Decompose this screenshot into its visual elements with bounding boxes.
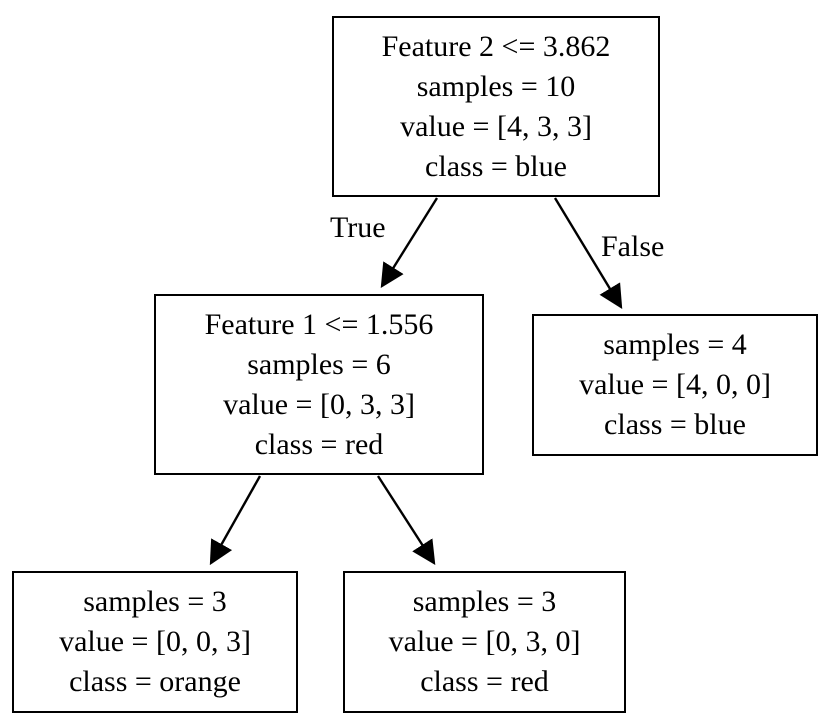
node-class: class = orange <box>69 665 241 698</box>
tree-node-left-right-leaf: samples = 3 value = [0, 3, 0] class = re… <box>343 571 626 713</box>
node-split-rule: Feature 1 <= 1.556 <box>204 307 434 341</box>
edge-label-false: False <box>601 230 665 263</box>
edge-root-to-right <box>553 197 623 310</box>
node-samples: samples = 10 <box>416 69 576 103</box>
tree-node-right-leaf: samples = 4 value = [4, 0, 0] class = bl… <box>532 314 818 456</box>
edge-left-to-lr <box>376 475 436 566</box>
node-value: value = [0, 0, 3] <box>59 625 251 658</box>
node-class: class = red <box>420 665 549 698</box>
node-samples: samples = 3 <box>83 585 227 618</box>
node-split-rule: Feature 2 <= 3.862 <box>381 29 611 63</box>
node-class: class = blue <box>425 149 567 183</box>
edge-left-to-ll <box>209 475 262 566</box>
node-value: value = [0, 3, 0] <box>388 625 581 658</box>
edge-label-true: True <box>330 211 386 244</box>
node-samples: samples = 6 <box>247 347 391 381</box>
node-value: value = [4, 3, 3] <box>400 109 592 143</box>
node-class: class = blue <box>604 408 746 441</box>
tree-node-root: Feature 2 <= 3.862 samples = 10 value = … <box>332 16 660 197</box>
node-class: class = red <box>254 427 384 461</box>
edge-root-to-left <box>380 197 439 289</box>
node-samples: samples = 3 <box>412 585 557 618</box>
node-samples: samples = 4 <box>603 328 747 361</box>
tree-node-left-left-leaf: samples = 3 value = [0, 0, 3] class = or… <box>12 571 298 713</box>
node-value: value = [0, 3, 3] <box>223 387 415 421</box>
tree-node-left: Feature 1 <= 1.556 samples = 6 value = [… <box>154 294 484 475</box>
node-value: value = [4, 0, 0] <box>579 368 771 401</box>
